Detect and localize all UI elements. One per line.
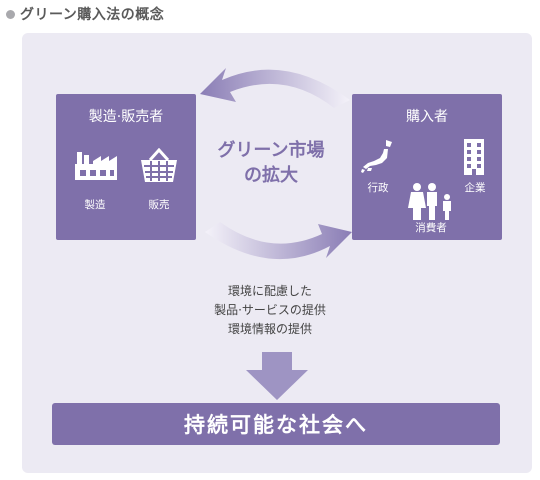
- government-label: 行政: [367, 182, 389, 194]
- supply-line-1: 環境に配慮した: [227, 284, 312, 298]
- company-label: 企業: [464, 182, 486, 194]
- manufacturer-seller-box: 製造·販売者 製造 販売: [56, 94, 196, 240]
- center-line-2: の拡大: [244, 165, 298, 186]
- family-icon: [408, 183, 451, 220]
- green-market-expansion: グリーン市場 の拡大: [190, 138, 352, 188]
- center-line-1: グリーン市場: [217, 140, 325, 161]
- supply-line-3: 環境情報の提供: [227, 322, 312, 336]
- supply-line-2: 製品·サービスの提供: [214, 303, 326, 317]
- office-building-icon: [464, 139, 484, 175]
- sales-label: 販売: [148, 199, 170, 211]
- sustainable-society-banner: 持続可能な社会へ: [52, 403, 500, 445]
- top-cycle-arrow: [200, 68, 350, 108]
- supply-description: 環境に配慮した 製品·サービスの提供 環境情報の提供: [150, 282, 390, 339]
- bullet-icon: [6, 9, 15, 19]
- consumer-label: 消費者: [415, 222, 447, 234]
- factory-icon: [75, 152, 117, 180]
- manufacturing-label: 製造: [84, 199, 106, 211]
- right-box-title: 購入者: [406, 109, 448, 125]
- down-arrow-icon: [246, 352, 308, 400]
- shopping-basket-icon: [141, 148, 177, 182]
- left-box-title: 製造·販売者: [88, 109, 164, 125]
- heading-title: グリーン購入法の概念: [20, 7, 165, 23]
- japan-map-icon: [361, 140, 392, 173]
- heading: グリーン購入法の概念: [6, 4, 164, 24]
- purchaser-box: 購入者 行政 企業 消費者: [352, 94, 502, 240]
- bottom-cycle-arrow: [205, 222, 352, 260]
